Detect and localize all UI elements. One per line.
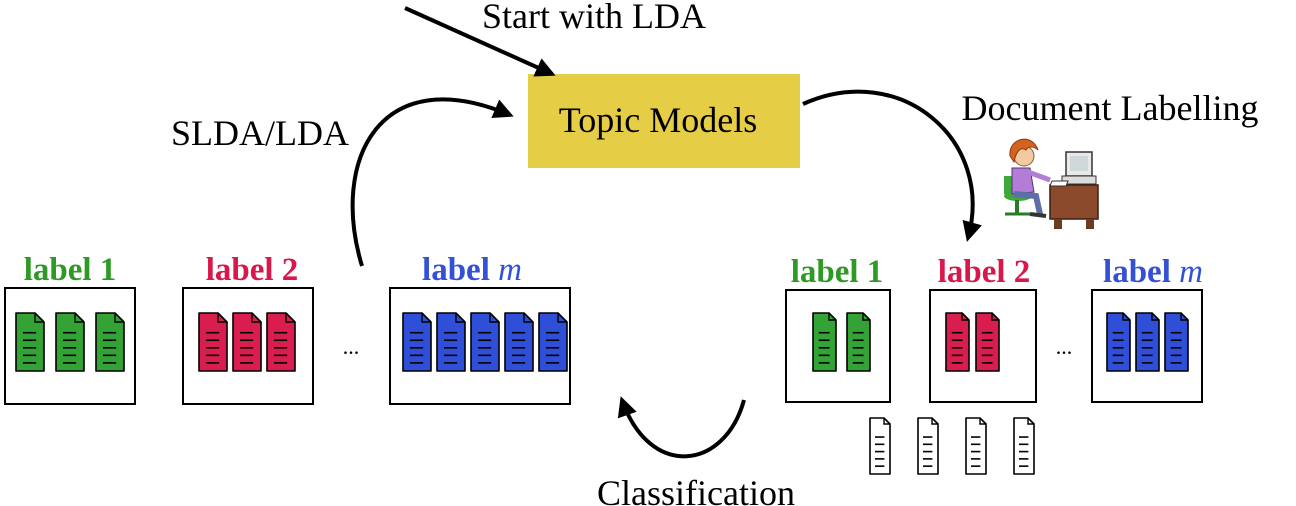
classification-arrow (617, 396, 746, 459)
right-label2-document-icon (975, 312, 1000, 372)
left-label2-document-icon (198, 312, 228, 372)
topic-models-text: Topic Models (559, 100, 757, 140)
start-with-lda-text: Start with LDA (482, 0, 706, 36)
right-labelm-document-icon (1106, 312, 1131, 372)
left-labelm-document-icon (538, 312, 568, 372)
left-label1-document-icon (15, 312, 45, 372)
person-at-computer-icon (1004, 138, 1099, 229)
left-labelm-document-icon (470, 312, 500, 372)
right-label2-document-icon (945, 312, 970, 372)
left-label1-title: label 1 (24, 252, 117, 288)
left-label2-document-icon (232, 312, 262, 372)
document-labelling-text: Document Labelling (962, 88, 1259, 128)
right-labelm-document-icon (1164, 312, 1189, 372)
left-label2-document-icon (266, 312, 296, 372)
left-label1-document-icon (95, 312, 125, 372)
right-label1-document-icon (846, 312, 871, 372)
left-labelm-document-icon (436, 312, 466, 372)
left-labelm-document-icon (504, 312, 534, 372)
left-label1-document-icon (55, 312, 85, 372)
start-arrow (404, 6, 556, 77)
unlabeled-document-icon (869, 417, 891, 475)
right-labelm-document-icon (1135, 312, 1160, 372)
topic-models-box (528, 74, 800, 168)
slda-lda-text: SLDA/LDA (171, 113, 349, 153)
unlabeled-document-icon (917, 417, 939, 475)
left-labelm-title: label m (422, 252, 522, 288)
classification-text: Classification (597, 473, 795, 506)
unlabeled-document-icon (1013, 417, 1035, 475)
right-label1-title: label 1 (791, 254, 884, 290)
left-label2-title: label 2 (206, 252, 299, 288)
right-label1-box (785, 289, 891, 403)
slda-lda-arrow (350, 97, 514, 267)
right-label2-title: label 2 (938, 254, 1031, 290)
left-labelm-document-icon (402, 312, 432, 372)
right-label1-document-icon (812, 312, 837, 372)
right-ellipsis: ... (1056, 334, 1073, 359)
labelling-arrow (802, 89, 982, 242)
document-icons-layer (15, 312, 1189, 475)
left-ellipsis: ... (343, 334, 360, 359)
right-labelm-title: label m (1103, 254, 1203, 290)
unlabeled-document-icon (965, 417, 987, 475)
